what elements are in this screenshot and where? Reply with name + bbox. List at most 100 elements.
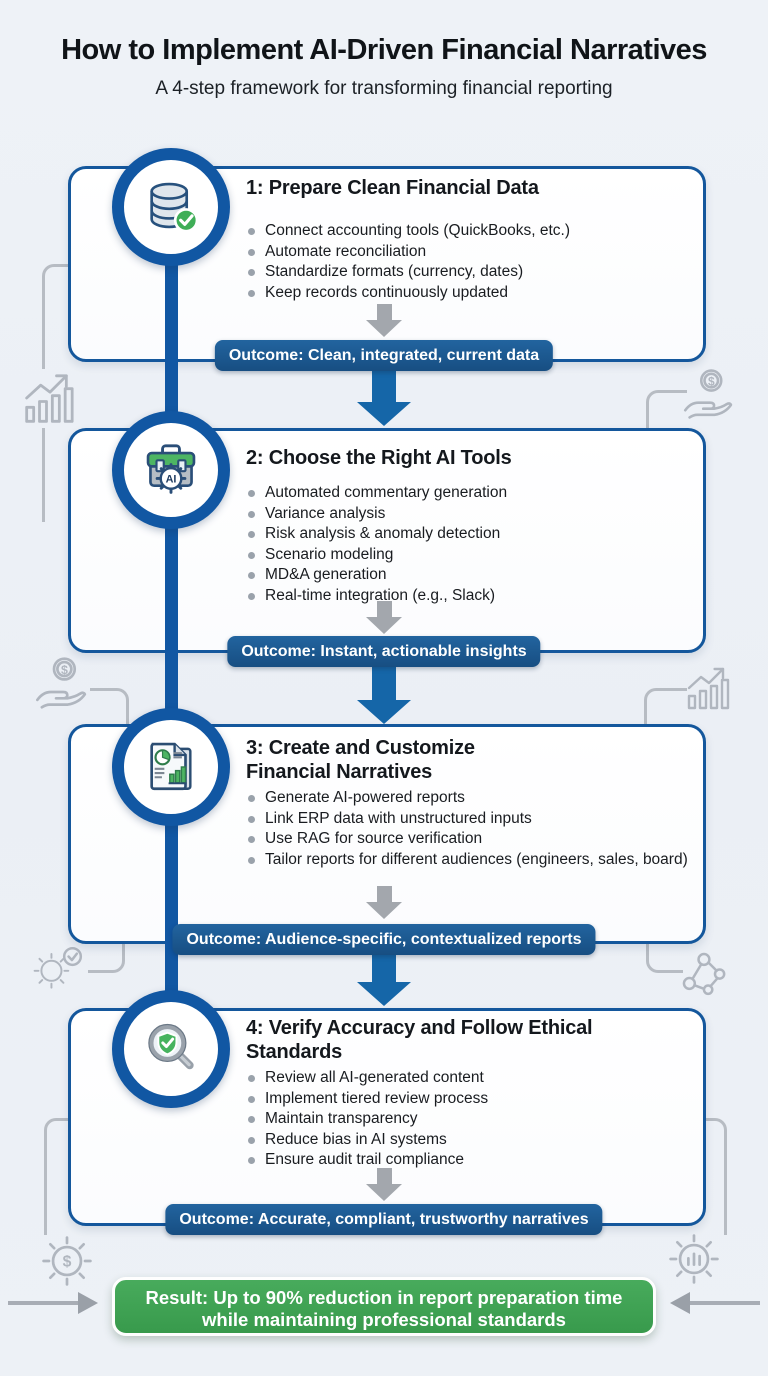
step-1-title: 1: Prepare Clean Financial Data bbox=[246, 177, 539, 199]
list-item: Scenario modeling bbox=[246, 545, 692, 566]
list-item: Real-time integration (e.g., Slack) bbox=[246, 586, 692, 607]
svg-text:$: $ bbox=[63, 1254, 72, 1271]
step-4-outcome: Outcome: Accurate, compliant, trustworth… bbox=[165, 1204, 603, 1235]
connector-line bbox=[88, 936, 125, 973]
svg-text:AI: AI bbox=[166, 474, 177, 486]
step-2-outcome: Outcome: Instant, actionable insights bbox=[227, 636, 541, 667]
list-item: Risk analysis & anomaly detection bbox=[246, 524, 692, 545]
connector-line bbox=[90, 688, 129, 727]
connector-line bbox=[646, 936, 683, 973]
list-item: Connect accounting tools (QuickBooks, et… bbox=[246, 221, 692, 242]
bullet-dot-icon bbox=[248, 815, 255, 823]
network-nodes-icon bbox=[680, 948, 730, 998]
step-1-badge bbox=[112, 148, 230, 266]
step-2-badge: AI bbox=[112, 411, 230, 529]
list-item: Automated commentary generation bbox=[246, 483, 692, 504]
bullet-dot-icon bbox=[248, 269, 255, 276]
step-4-badge bbox=[112, 990, 230, 1108]
svg-text:$: $ bbox=[61, 663, 68, 677]
result-banner: Result: Up to 90% reduction in report pr… bbox=[112, 1277, 656, 1336]
coin-hand-icon: $ bbox=[682, 368, 734, 420]
connector-line bbox=[644, 688, 687, 727]
step-2-bullets: Automated commentary generation Variance… bbox=[246, 483, 692, 606]
flow-arrow-icon bbox=[357, 955, 411, 1006]
step-1-outcome: Outcome: Clean, integrated, current data bbox=[214, 340, 554, 371]
database-check-icon bbox=[142, 178, 200, 236]
step-3-outcome: Outcome: Audience-specific, contextualiz… bbox=[172, 924, 596, 955]
down-arrow-icon bbox=[366, 1168, 402, 1201]
right-arrow-icon bbox=[78, 1292, 98, 1314]
bullet-dot-icon bbox=[248, 795, 255, 802]
flow-arrow-icon bbox=[357, 667, 411, 724]
bullet-dot-icon bbox=[248, 1136, 255, 1144]
flow-connector bbox=[165, 527, 178, 711]
bullet-dot-icon bbox=[248, 289, 255, 297]
bullet-dot-icon bbox=[248, 248, 255, 256]
list-item: Link ERP data with unstructured inputs bbox=[246, 809, 692, 830]
ai-toolbox-icon: AI bbox=[142, 441, 200, 499]
page-title: How to Implement AI-Driven Financial Nar… bbox=[61, 34, 707, 66]
bullet-dot-icon bbox=[248, 1095, 255, 1103]
step-3-bullets: Generate AI-powered reports Link ERP dat… bbox=[246, 788, 692, 870]
gear-dollar-icon: $ bbox=[40, 1234, 94, 1288]
connector-line bbox=[42, 264, 73, 369]
financial-report-icon bbox=[142, 738, 200, 796]
bar-chart-trend-icon bbox=[684, 664, 734, 712]
bullet-dot-icon bbox=[248, 572, 255, 579]
bullet-dot-icon bbox=[248, 1157, 255, 1164]
flow-connector bbox=[165, 262, 178, 414]
step-2-content: 2: Choose the Right AI Tools Automated c… bbox=[246, 446, 692, 606]
step-3-badge bbox=[112, 708, 230, 826]
left-arrow-icon bbox=[670, 1292, 690, 1314]
bullet-dot-icon bbox=[248, 836, 255, 843]
flow-arrow-icon bbox=[357, 371, 411, 426]
bullet-dot-icon bbox=[248, 592, 255, 600]
svg-text:$: $ bbox=[708, 374, 715, 388]
down-arrow-icon bbox=[366, 601, 402, 634]
list-item: Automate reconciliation bbox=[246, 242, 692, 263]
connector-line bbox=[44, 1118, 73, 1235]
coin-hand-icon: $ bbox=[34, 656, 88, 710]
bullet-dot-icon bbox=[248, 1075, 255, 1082]
bullet-dot-icon bbox=[248, 551, 255, 559]
down-arrow-icon bbox=[366, 886, 402, 919]
bullet-dot-icon bbox=[248, 856, 255, 864]
bullet-dot-icon bbox=[248, 1116, 255, 1123]
list-item: Variance analysis bbox=[246, 504, 692, 525]
list-item: Generate AI-powered reports bbox=[246, 788, 692, 809]
result-arrow-shaft bbox=[690, 1301, 760, 1305]
shield-magnifier-icon bbox=[142, 1020, 200, 1078]
step-2-title: 2: Choose the Right AI Tools bbox=[246, 447, 512, 469]
result-line-1: Result: Up to 90% reduction in report pr… bbox=[145, 1287, 623, 1308]
step-1-bullets: Connect accounting tools (QuickBooks, et… bbox=[246, 221, 692, 303]
bar-chart-trend-icon bbox=[22, 370, 78, 426]
page-subtitle: A 4-step framework for transforming fina… bbox=[155, 78, 613, 99]
list-item: Implement tiered review process bbox=[246, 1089, 692, 1110]
bullet-dot-icon bbox=[248, 490, 255, 497]
step-4-bullets: Review all AI-generated content Implemen… bbox=[246, 1068, 692, 1171]
list-item: MD&A generation bbox=[246, 565, 692, 586]
bullet-dot-icon bbox=[248, 531, 255, 538]
result-line-2: while maintaining professional standards bbox=[202, 1309, 566, 1330]
step-1-content: 1: Prepare Clean Financial Data Connect … bbox=[246, 176, 692, 303]
bullet-dot-icon bbox=[248, 510, 255, 518]
connector-line bbox=[42, 428, 48, 522]
down-arrow-icon bbox=[366, 304, 402, 337]
list-item: Keep records continuously updated bbox=[246, 283, 692, 304]
bullet-dot-icon bbox=[248, 228, 255, 235]
list-item: Tailor reports for different audiences (… bbox=[246, 850, 692, 871]
flow-connector bbox=[165, 824, 178, 992]
gear-check-icon bbox=[32, 944, 86, 994]
list-item: Use RAG for source verification bbox=[246, 829, 692, 850]
list-item: Ensure audit trail compliance bbox=[246, 1150, 692, 1171]
list-item: Review all AI-generated content bbox=[246, 1068, 692, 1089]
list-item: Standardize formats (currency, dates) bbox=[246, 262, 692, 283]
result-arrow-shaft bbox=[8, 1301, 78, 1305]
list-item: Maintain transparency bbox=[246, 1109, 692, 1130]
gear-chart-icon bbox=[666, 1232, 722, 1286]
